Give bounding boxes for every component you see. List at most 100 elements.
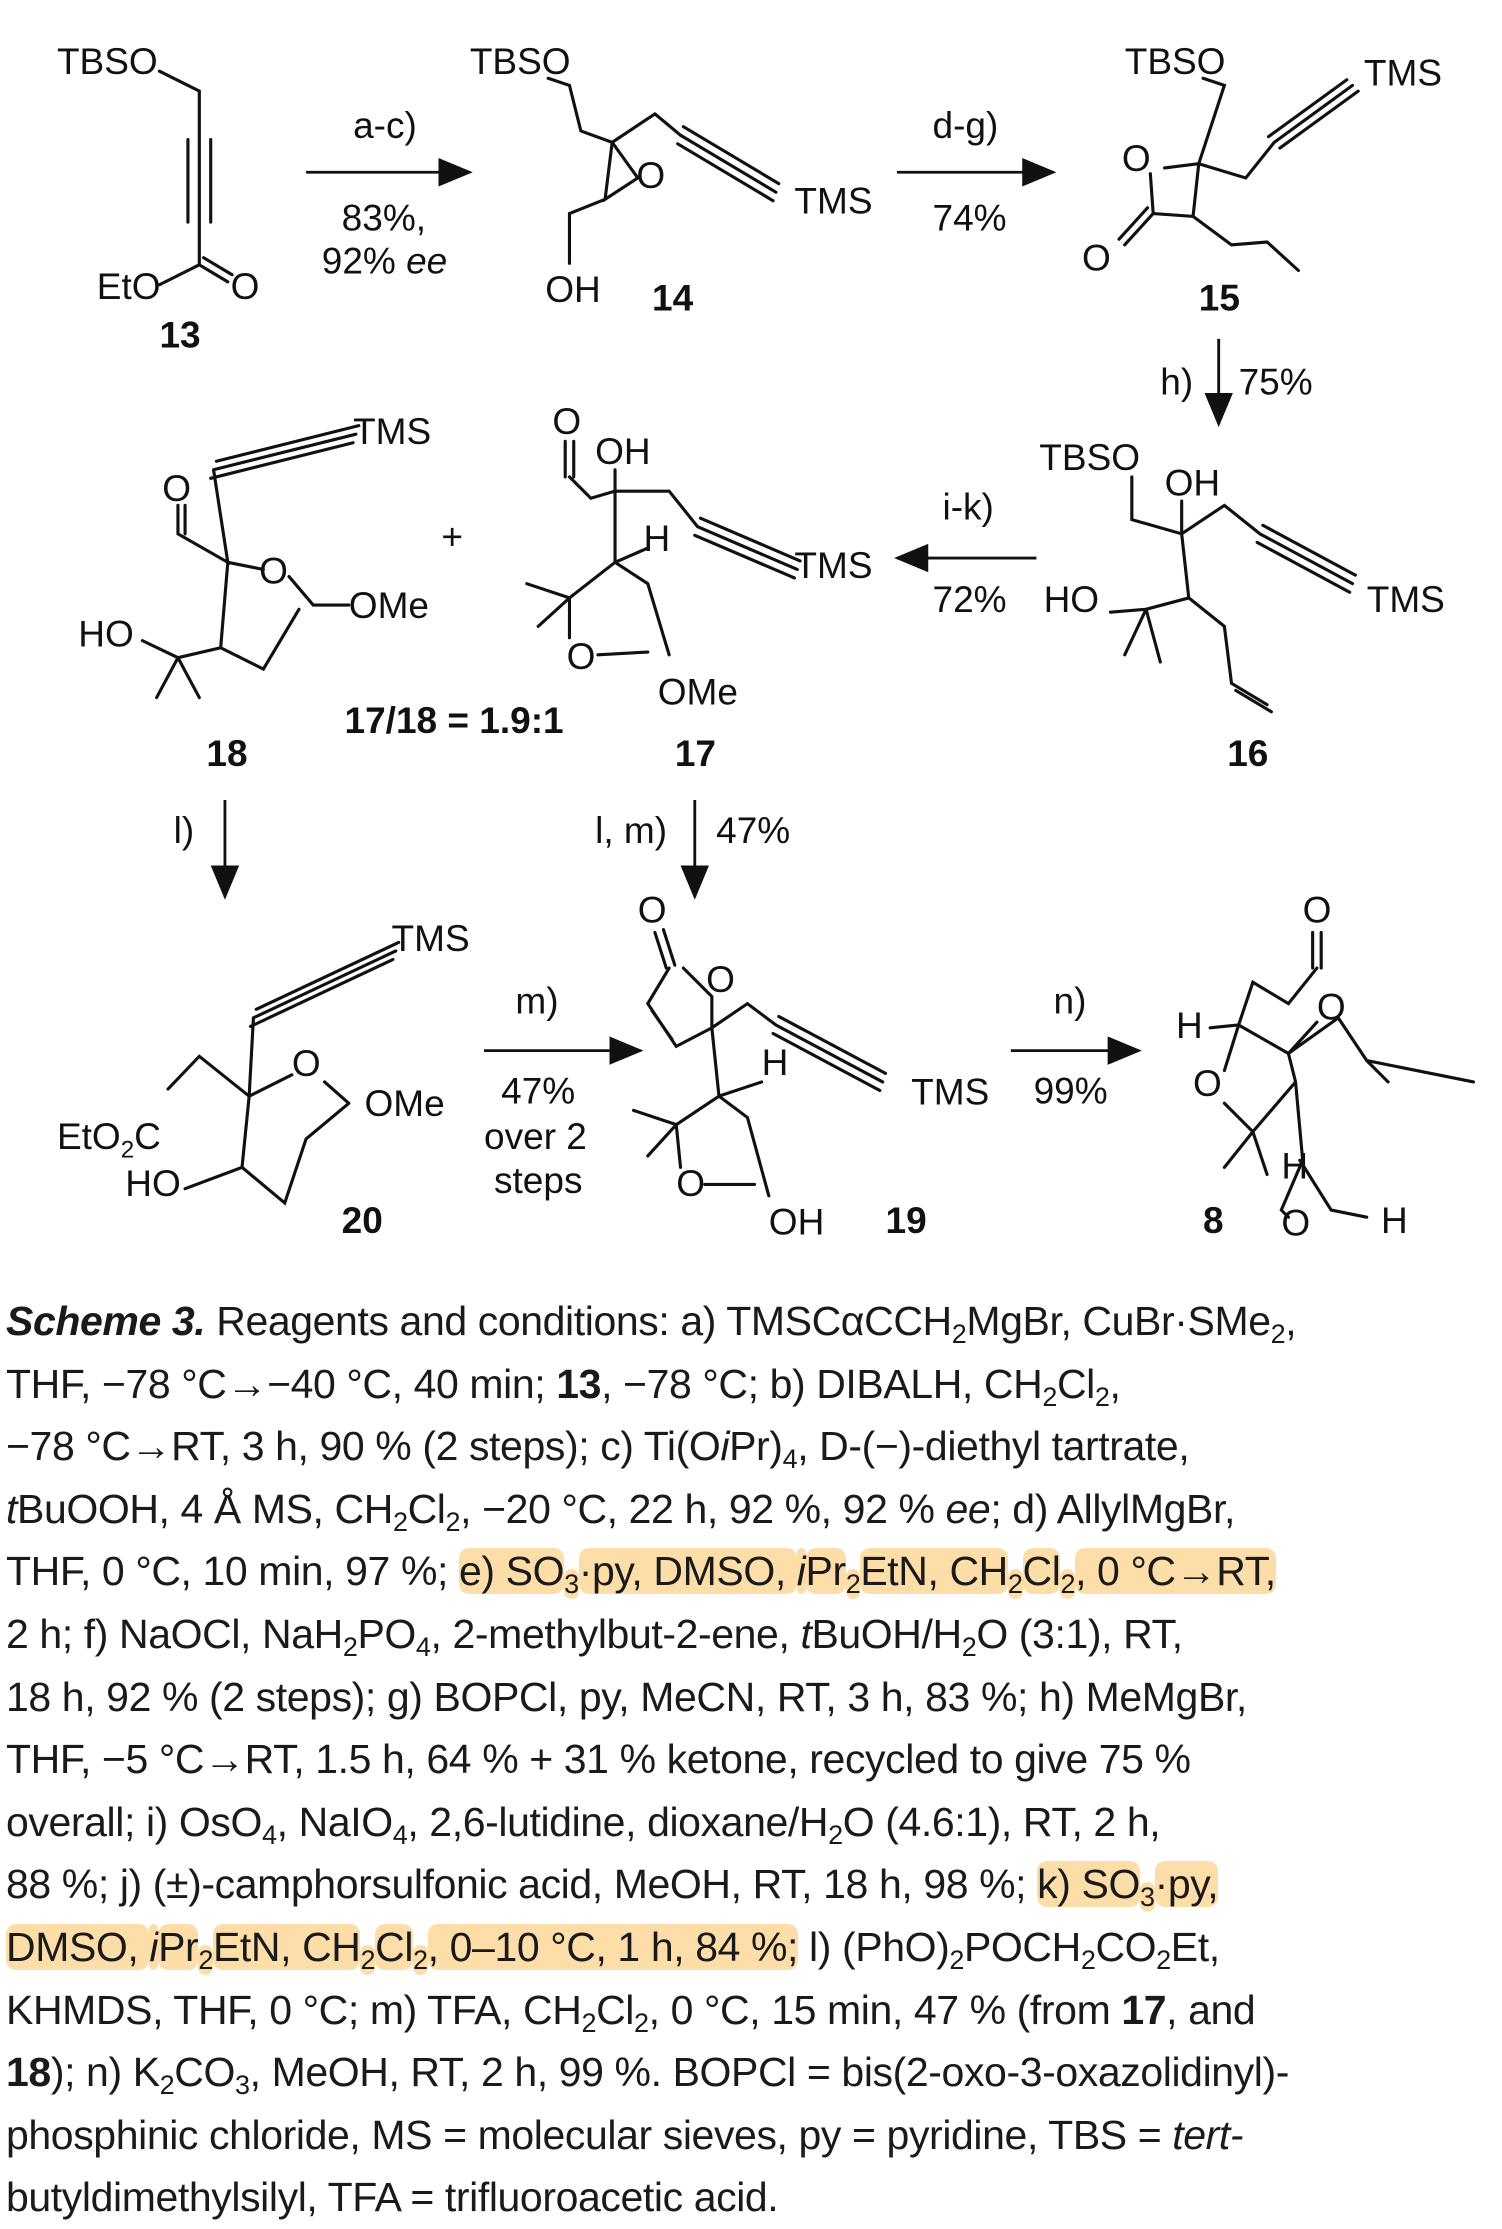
highlighted-text: EtN, CH — [212, 1923, 361, 1970]
caption-text: 2 — [1156, 1944, 1171, 1975]
compound-number: 13 — [159, 313, 200, 355]
yield-label: 47% — [716, 809, 790, 851]
reaction-scheme: TBSO EtO O 13 a-c) 83%, 92% ee TBSO O TM… — [57, 40, 1476, 1244]
caption-text: 17 — [1121, 1986, 1167, 2033]
yield-label: 83%, — [342, 197, 426, 239]
hydroxyl-label: HO — [1044, 578, 1100, 620]
caption-text: 2 — [634, 2007, 649, 2038]
caption-text: 2 — [1270, 1319, 1286, 1349]
ester-label: EtO2C — [57, 1115, 161, 1164]
yield-label: 75% — [1239, 360, 1313, 402]
highlighted-text: ·py, — [1154, 1861, 1219, 1908]
caption-text: POCH — [963, 1923, 1081, 1970]
highlighted-text: EtN, CH — [860, 1548, 1008, 1595]
caption-text: 4 — [392, 1819, 408, 1850]
highlighted-text: k) SO — [1037, 1861, 1140, 1908]
tms-label: TMS — [794, 544, 872, 586]
highlighted-text: DMSO, — [6, 1923, 150, 1970]
caption-text: overall; i) OsO — [6, 1798, 262, 1845]
caption-line: Scheme 3. Reagents and conditions: a) TM… — [6, 1290, 1502, 1353]
epoxide-oxygen-label: O — [636, 154, 665, 196]
aldehyde-oxygen-label: O — [1281, 1202, 1310, 1244]
step-d-g: d-g) 74% — [896, 104, 1057, 239]
hydrogen-label: H — [762, 1041, 789, 1083]
caption-text: Pr) — [729, 1423, 783, 1470]
caption-text: i — [720, 1423, 730, 1470]
hydroxyl-label: OH — [545, 268, 601, 310]
reagent-label: h) — [1160, 360, 1193, 402]
note-label: over 2 — [484, 1115, 587, 1157]
highlighted-text: 2 — [1060, 1569, 1076, 1600]
lactone-oxygen-label: O — [1317, 985, 1346, 1027]
hydroxyl-label: HO — [78, 612, 134, 654]
caption-text: , −20 °C, 22 h, 92 %, 92 % — [460, 1485, 946, 1532]
hydroxyl-label: OH — [595, 430, 651, 472]
caption-text: CO — [174, 2049, 235, 2096]
caption-text: tert- — [1172, 2111, 1244, 2158]
caption-text: phosphinic chloride, MS = molecular siev… — [6, 2111, 1173, 2158]
highlighted-text: Pr — [805, 1548, 846, 1595]
compound-16: TBSO OH TMS HO 16 — [1039, 436, 1445, 774]
caption-text: 2 — [1080, 1944, 1096, 1975]
compound-number: 18 — [206, 732, 247, 774]
aldehyde-oxygen-label: O — [162, 467, 191, 509]
tms-label: TMS — [1367, 578, 1445, 620]
caption-text: Cl — [1056, 1360, 1095, 1407]
compound-13: TBSO EtO O 13 — [57, 40, 259, 355]
methoxy-label: OMe — [658, 671, 738, 713]
aldehyde-hydrogen-label: H — [1381, 1199, 1408, 1241]
step-l-m: l, m) 47% — [595, 800, 790, 900]
note-label: steps — [494, 1159, 582, 1201]
caption-text: 2 — [951, 1319, 967, 1349]
reagent-label: n) — [1054, 980, 1087, 1022]
hydrogen-label: H — [644, 517, 671, 559]
caption-text: Cl — [596, 1986, 634, 2033]
compound-14: TBSO O TMS OH 14 — [470, 40, 873, 318]
caption-text: THF, −78 °C→−40 °C, 40 min; — [6, 1360, 557, 1407]
tbso-label: TBSO — [470, 40, 571, 82]
caption-text: ); n) K — [50, 2049, 160, 2096]
reagent-label: m) — [515, 980, 558, 1022]
highlighted-text: 2 — [413, 1944, 428, 1975]
caption-text: 4 — [415, 1631, 431, 1662]
reagent-label: l, m) — [595, 809, 667, 851]
lactone-oxygen-label: O — [706, 958, 735, 1000]
step-m: m) 47% over 2 steps — [484, 980, 644, 1201]
compound-20: TMS O OMe EtO2C HO 20 — [57, 917, 470, 1241]
caption-text: O (3:1), RT, — [976, 1610, 1183, 1657]
scheme-caption: Scheme 3. Reagents and conditions: a) TM… — [6, 1290, 1502, 2229]
caption-line: THF, −78 °C→−40 °C, 40 min; 13, −78 °C; … — [6, 1353, 1502, 1416]
step-a-c: a-c) 83%, 92% ee — [306, 104, 473, 281]
caption-text: Et, — [1170, 1923, 1220, 1970]
highlighted-text: 2 — [360, 1944, 376, 1975]
yield-label: 72% — [933, 578, 1007, 620]
tms-label: TMS — [392, 917, 470, 959]
caption-text: , NaIO — [276, 1798, 393, 1845]
caption-text: , 2-methylbut-2-ene, — [430, 1610, 801, 1657]
carbonyl-oxygen-label: O — [1303, 888, 1332, 930]
caption-text: THF, 0 °C, 10 min, 97 %; — [6, 1548, 459, 1595]
caption-text: 2 — [581, 2007, 597, 2038]
ring-oxygen-label: O — [567, 635, 596, 677]
tbso-label: TBSO — [1039, 436, 1140, 478]
tbso-label: TBSO — [57, 40, 158, 82]
carbonyl-oxygen-label: O — [1082, 236, 1111, 278]
caption-line: THF, −5 °C→RT, 1.5 h, 64 % + 31 % ketone… — [6, 1728, 1502, 1791]
step-h: h) 75% — [1160, 338, 1313, 428]
compound-number: 17 — [675, 732, 716, 774]
highlighted-text: Pr — [158, 1923, 199, 1970]
ring-oxygen-label: O — [1122, 137, 1151, 179]
yield-label: 47% — [501, 1069, 575, 1111]
yield-label: 74% — [933, 197, 1007, 239]
step-l: l) — [174, 800, 240, 900]
caption-text: , D-(−)-diethyl tartrate, — [797, 1423, 1190, 1470]
caption-text: 2 — [392, 1506, 408, 1537]
methoxy-label: OMe — [364, 1082, 444, 1124]
caption-line: 88 %; j) (±)-camphorsulfonic acid, MeOH,… — [6, 1853, 1502, 1916]
caption-line: 2 h; f) NaOCl, NaH2PO4, 2-methylbut-2-en… — [6, 1603, 1502, 1666]
reagent-label: l) — [174, 809, 195, 851]
caption-line: KHMDS, THF, 0 °C; m) TFA, CH2Cl2, 0 °C, … — [6, 1979, 1502, 2042]
compound-number: 16 — [1227, 732, 1268, 774]
caption-line: 18 h, 92 % (2 steps); g) BOPCl, py, MeCN… — [6, 1666, 1502, 1729]
reagent-label: i-k) — [942, 486, 993, 528]
